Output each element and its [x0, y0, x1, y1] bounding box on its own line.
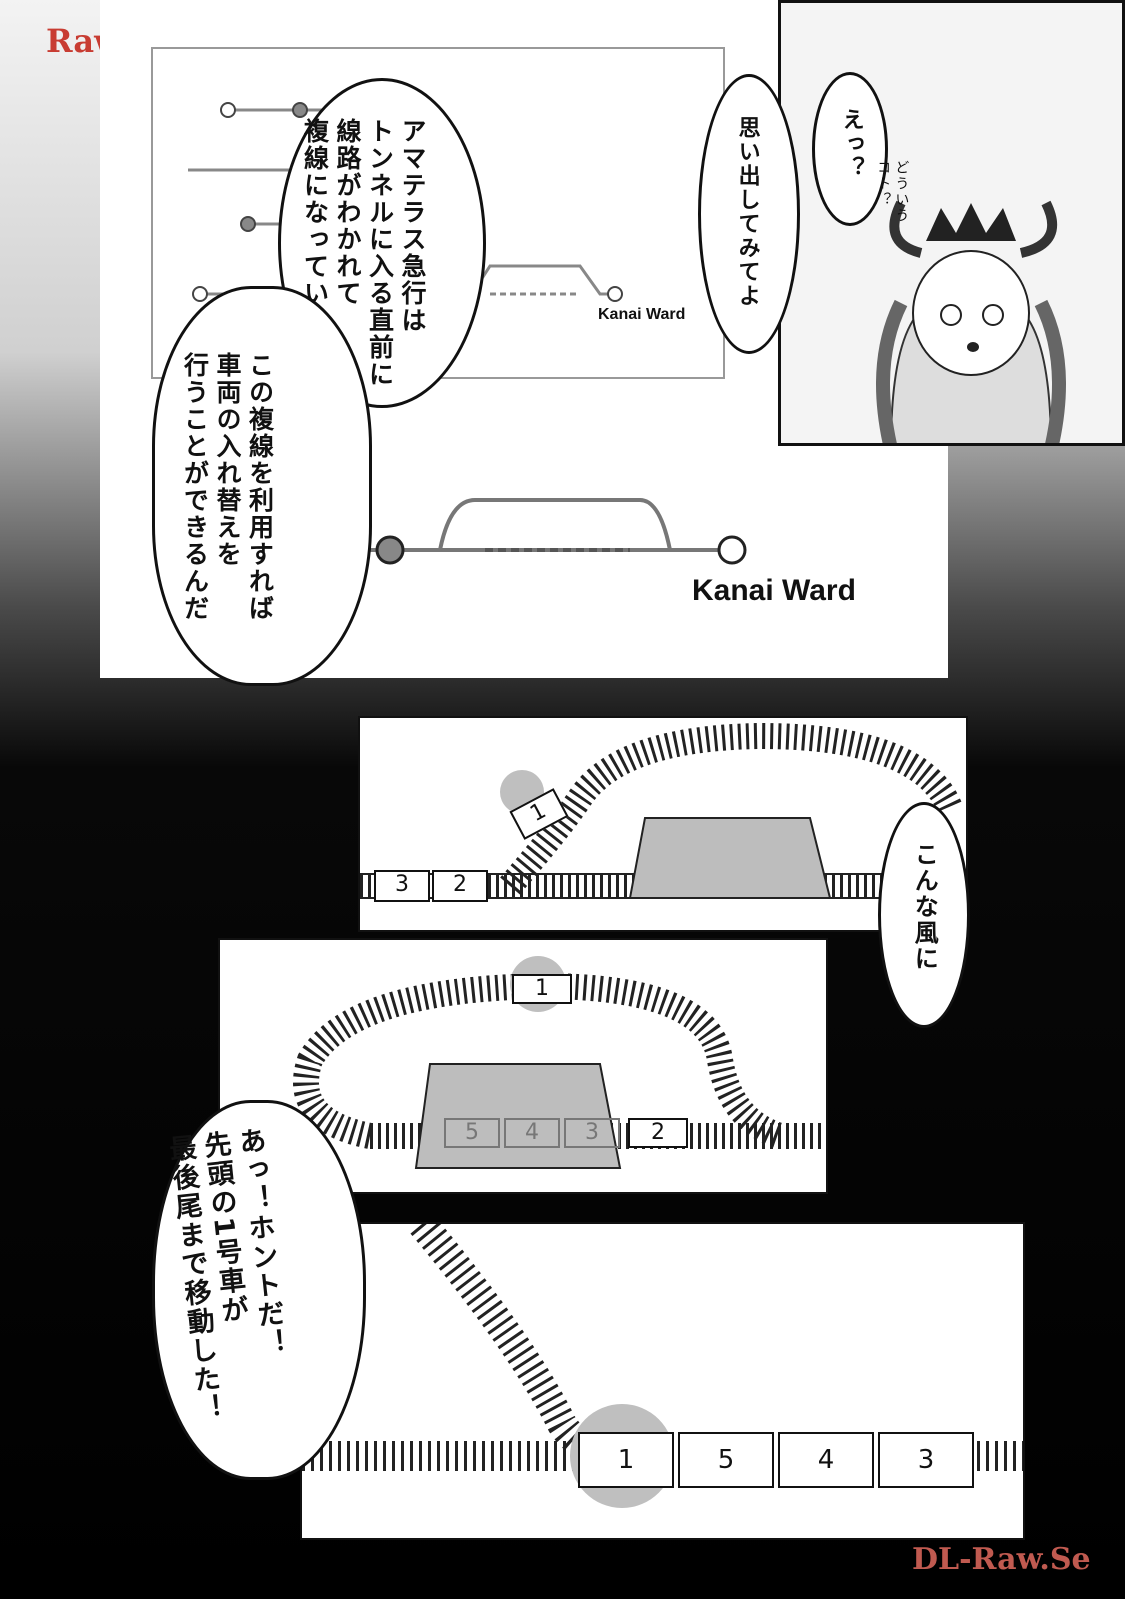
car-label: 1: [578, 1432, 674, 1488]
map-label-large: Kanai Ward: [692, 574, 856, 607]
speech-bubble-eh: [812, 72, 888, 226]
watermark-bottom: DL-Raw.Se: [912, 1542, 1091, 1577]
car-label: 1: [512, 974, 572, 1004]
character-panel: [778, 0, 1125, 446]
track-illustration-3: [302, 1224, 1023, 1508]
car-label: 5: [444, 1118, 500, 1148]
speech-bubble-like-this: [878, 802, 970, 1028]
car-label: 3: [878, 1432, 974, 1488]
speech-bubble-explain-a: [278, 78, 486, 408]
car-label: 4: [504, 1118, 560, 1148]
car-label: 5: [678, 1432, 774, 1488]
exclaim-bubble: [152, 1100, 366, 1480]
car-label: 4: [778, 1432, 874, 1488]
car-label: 2: [432, 870, 488, 902]
bubble-text-explain-a: アマテラス急行は トンネルに入る直前に 線路がわかれて 複線になっていた: [300, 118, 428, 388]
speech-bubble-explain-b: [152, 286, 372, 686]
car-label: 2: [628, 1118, 688, 1148]
bubble-text-remember: 思い出してみてよ: [734, 116, 760, 308]
bubble-text-eh: えっ？: [838, 108, 864, 180]
bubble-text-explain-b: この複線を利用すれば 車両の入れ替えを 行うことができるんだ: [180, 352, 275, 622]
character-illustration: [876, 200, 1066, 443]
car-label: 3: [564, 1118, 620, 1148]
bubble-text-like-this: こんな風に: [910, 842, 939, 972]
speech-bubble-remember: [698, 74, 800, 354]
car-label: 3: [374, 870, 430, 902]
aside-text: どういう コト？: [875, 160, 910, 224]
map-label-small: Kanai Ward: [598, 306, 686, 323]
train-panel-3: [300, 1222, 1025, 1540]
